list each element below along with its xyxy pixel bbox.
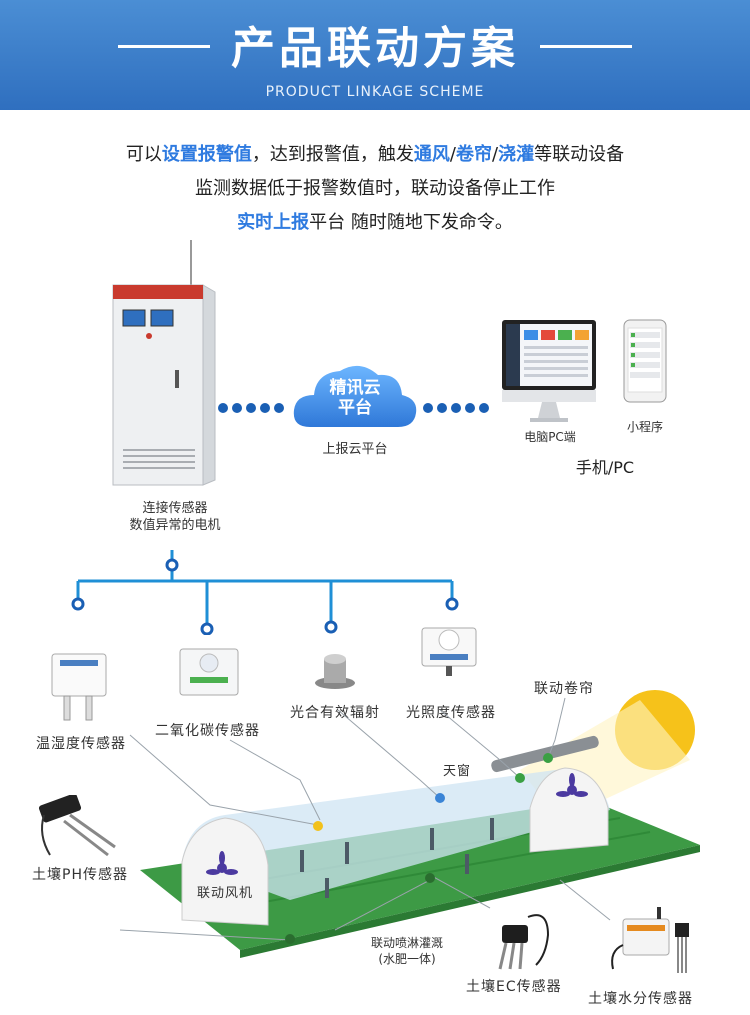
irrigation-line: 联动喷淋灌溉 <box>370 936 443 950</box>
sensor-branch-connector <box>71 550 459 635</box>
page-subtitle: PRODUCT LINKAGE SCHEME <box>265 84 485 100</box>
intro-highlight: 浇灌 <box>498 144 535 165</box>
label-soil-ec: 土壤EC传感器 <box>466 979 562 995</box>
label-co2: 二氧化碳传感器 <box>155 723 260 739</box>
dotted-connector-left <box>218 403 284 413</box>
cabinet-caption-line: 数值异常的电机 <box>129 518 221 533</box>
soil-ph-sensor-icon <box>38 795 116 857</box>
intro-text: / <box>449 144 456 165</box>
label-roll-curtain: 联动卷帘 <box>534 681 594 697</box>
header-banner: 产品联动方案 PRODUCT LINKAGE SCHEME <box>0 0 750 110</box>
cloud-label-line: 平台 <box>338 398 372 418</box>
mobile-phone-icon <box>623 319 667 403</box>
irrigation-line: (水肥一体) <box>378 952 436 966</box>
label-skylight: 天窗 <box>443 764 472 779</box>
intro-line-3: 实时上报平台 随时随地下发命令。 <box>0 208 750 234</box>
desktop-monitor-icon <box>502 320 596 422</box>
greenhouse-illustration <box>119 690 700 958</box>
intro-highlight: 设置报警值 <box>161 144 252 165</box>
cloud-label: 精讯云 平台 <box>300 378 410 418</box>
title-rule-right <box>540 45 632 48</box>
cabinet-caption: 连接传感器 数值异常的电机 <box>95 500 255 534</box>
dotted-connector-right <box>423 403 489 413</box>
label-temp-humidity: 温湿度传感器 <box>36 736 126 752</box>
soil-moisture-sensor-icon <box>611 907 689 973</box>
page-title: 产品联动方案 <box>231 23 519 74</box>
label-irrigation: 联动喷淋灌溉 (水肥一体) <box>352 935 462 967</box>
cabinet-caption-line: 连接传感器 <box>142 501 208 516</box>
intro-line-2: 监测数据低于报警数值时，联动设备停止工作 <box>195 178 555 199</box>
cloud-caption: 上报云平台 <box>322 442 388 457</box>
devices-caption: 手机/PC <box>575 458 635 477</box>
label-soil-moisture: 土壤水分传感器 <box>588 991 693 1007</box>
intro-text: 可以 <box>125 144 162 165</box>
intro-text: ，达到报警值，触发 <box>251 144 414 165</box>
control-cabinet-illustration <box>112 240 216 486</box>
par-sensor-icon <box>315 654 355 689</box>
temp-humidity-sensor-icon <box>51 653 107 721</box>
mini-program-caption: 小程序 <box>626 420 663 434</box>
intro-text: 平台 随时随地下发命令。 <box>309 212 513 233</box>
intro-highlight: 实时上报 <box>237 212 310 233</box>
label-light: 光照度传感器 <box>406 705 496 721</box>
intro-highlight: 通风 <box>413 144 450 165</box>
cloud-label-line: 精讯云 <box>329 378 381 398</box>
co2-sensor-icon <box>179 648 239 696</box>
pc-caption: 电脑PC端 <box>524 430 576 444</box>
intro-highlight: 卷帘 <box>456 144 492 165</box>
title-rule-left <box>118 45 210 48</box>
label-soil-ph: 土壤PH传感器 <box>32 867 128 883</box>
intro-text: 等联动设备 <box>534 144 625 165</box>
label-par: 光合有效辐射 <box>290 705 380 721</box>
label-linkage-fan: 联动风机 <box>197 886 254 901</box>
intro-text: / <box>492 144 499 165</box>
light-sensor-icon <box>421 627 477 676</box>
soil-ec-sensor-icon <box>498 914 550 970</box>
cloud-icon <box>293 365 417 427</box>
intro-line-1: 可以设置报警值，达到报警值，触发通风/卷帘/浇灌等联动设备 <box>0 140 750 166</box>
